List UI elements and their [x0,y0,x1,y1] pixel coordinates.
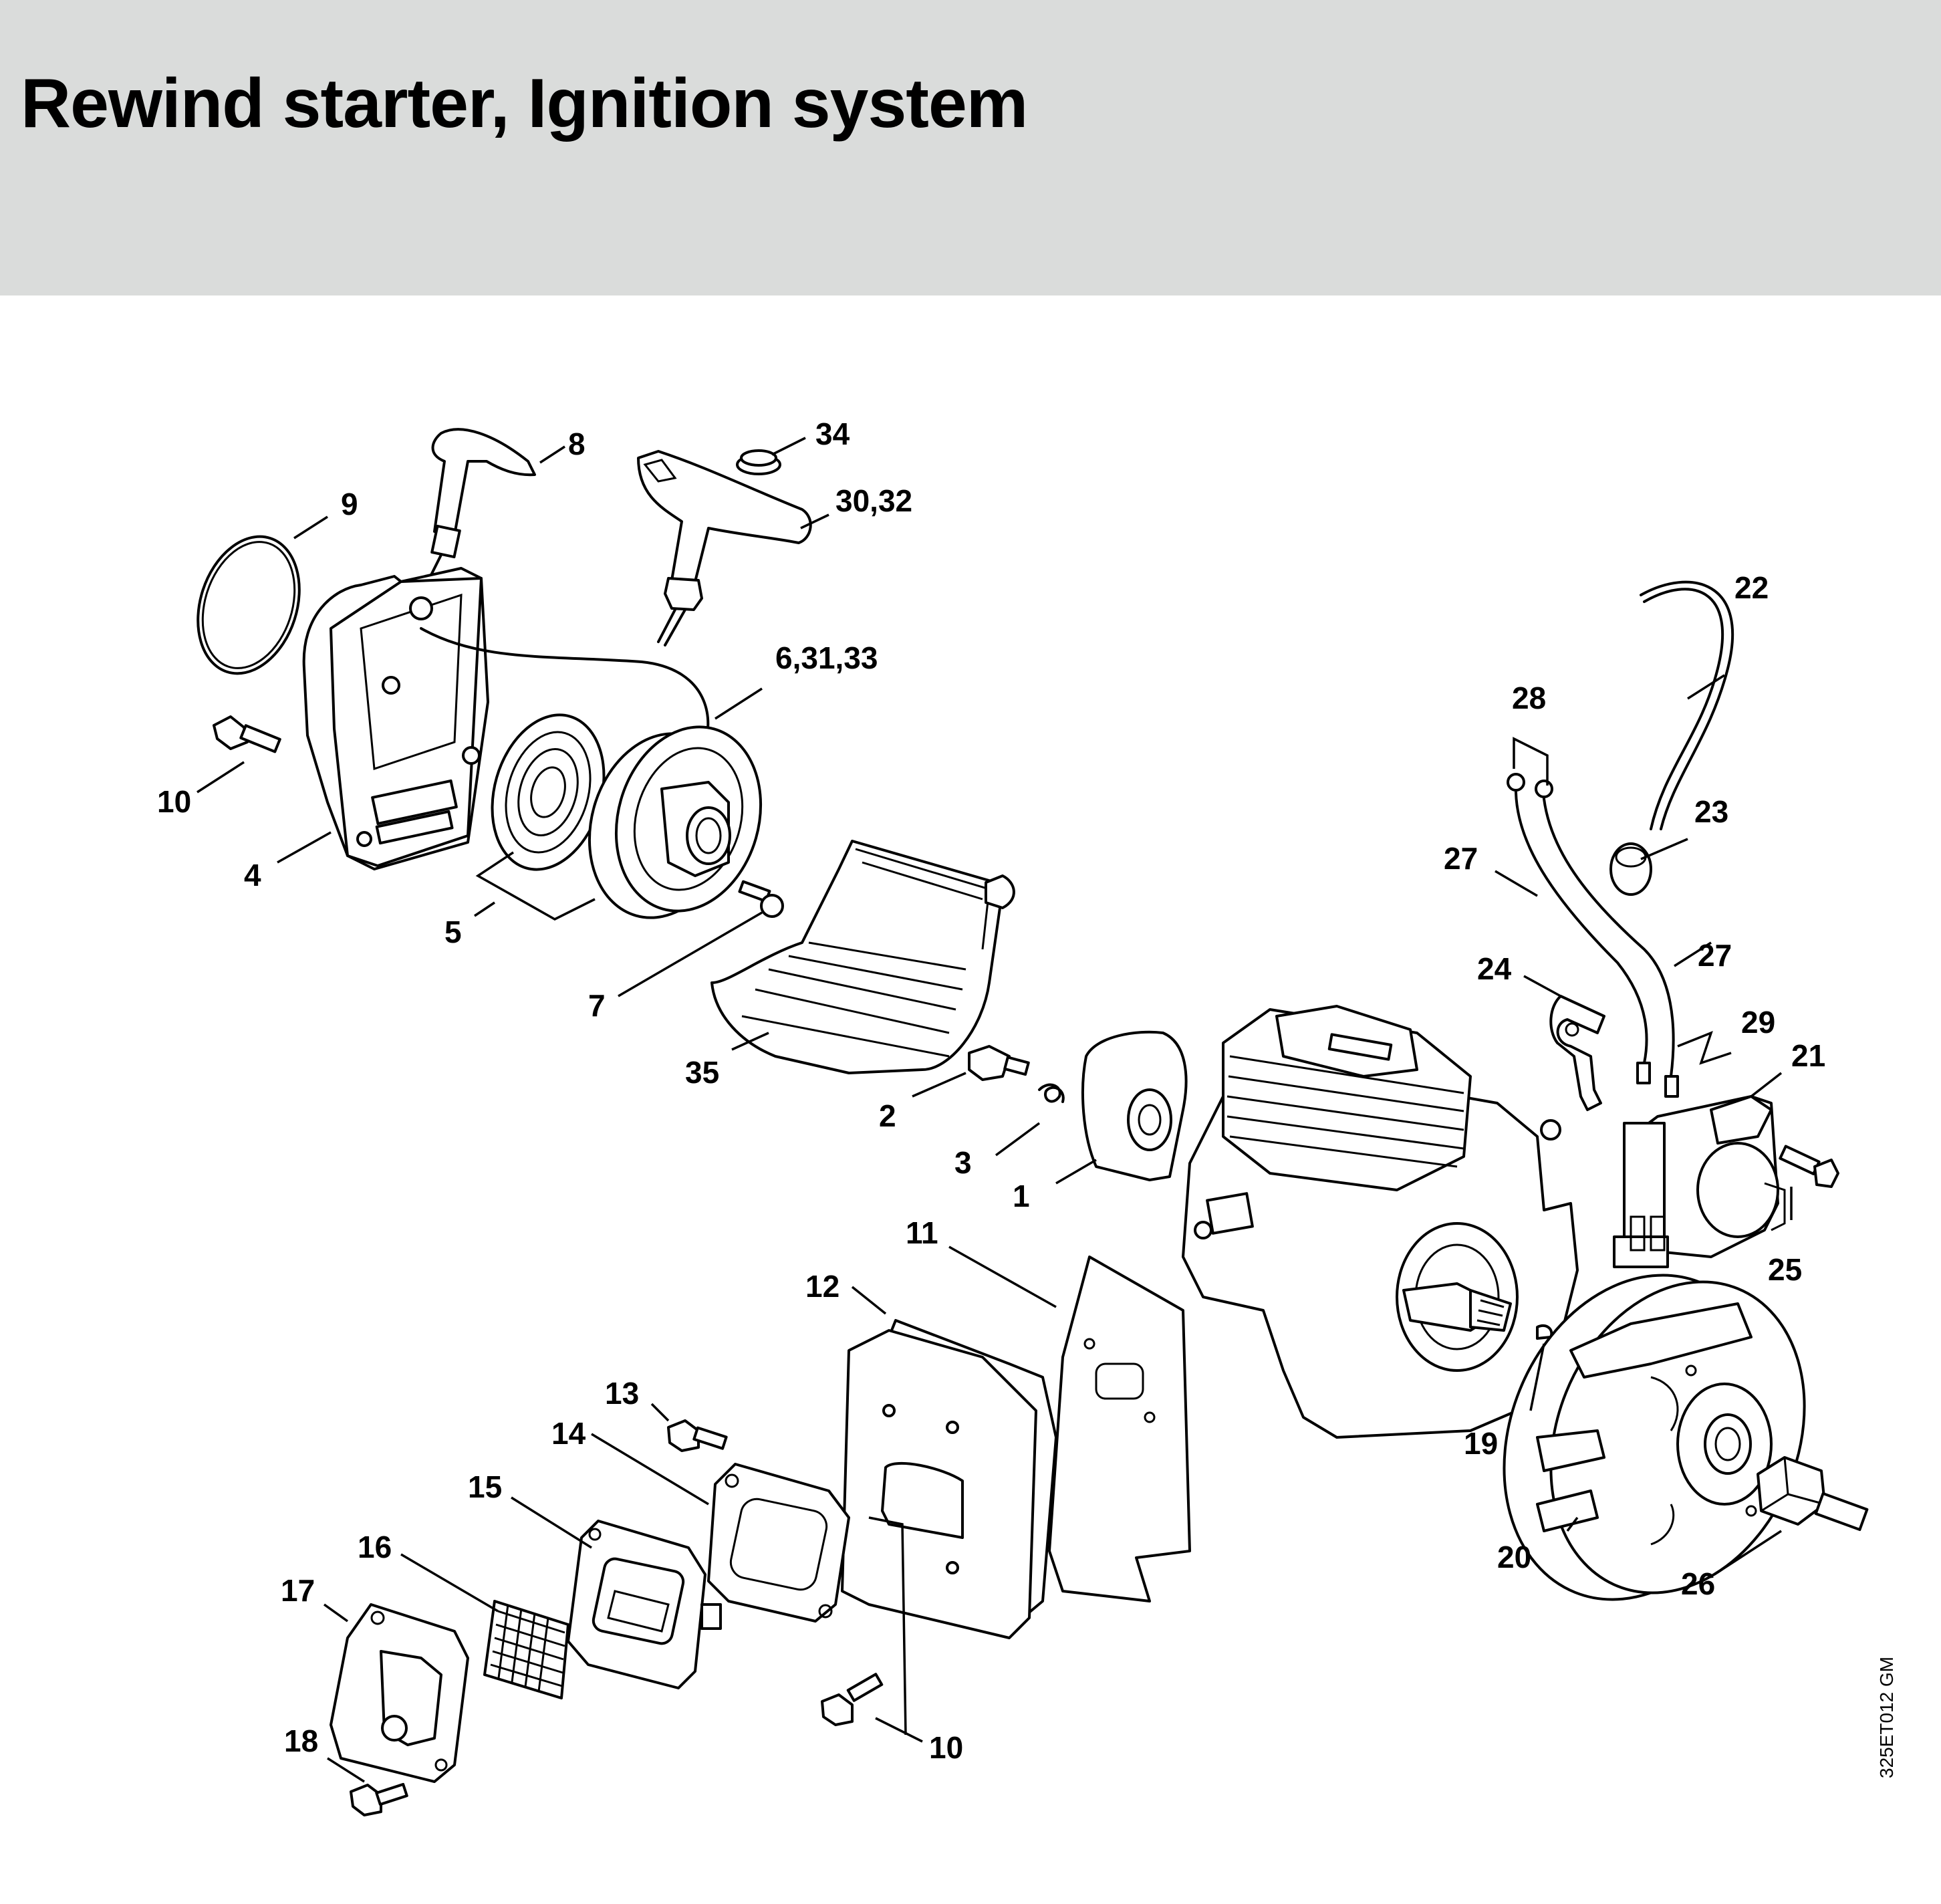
callout-25: 25 [1768,1252,1802,1287]
part-24-contact-spring [1549,995,1605,1111]
part-27-28-wires [1507,773,1679,1098]
callout-11: 11 [906,1215,938,1250]
callout-3: 3 [954,1145,972,1180]
part-8-starter-grip [426,428,536,583]
part-11-gasket [1048,1256,1191,1602]
part-23-grommet [1609,842,1652,896]
part-21-ignition-module [1613,1095,1786,1268]
part-1-plug-cover [1081,1030,1188,1181]
header-band [0,0,1941,295]
callout-16: 16 [358,1530,392,1564]
callout-15: 15 [468,1469,502,1504]
callout-9: 9 [341,487,358,521]
callout-6-31-33: 6,31,33 [775,640,878,675]
starter-rope [420,627,710,770]
part-34-grommet [736,449,781,475]
part-12-muffler [841,1319,1057,1639]
part-4-starter-housing [302,567,489,870]
part-7-screw [738,880,784,918]
part-35-fan-housing [710,840,1015,1074]
part-26-nut [1757,1456,1869,1532]
part-30-32-starter-grip [637,450,812,646]
part-13-screw [667,1419,728,1452]
part-10-screw-upper [213,715,281,753]
callout-21: 21 [1791,1038,1825,1073]
part-2-spark-plug-boot [968,1045,1030,1081]
engine-crankcase [1182,1005,1579,1439]
callout-10-lower: 10 [929,1730,963,1765]
callout-34: 34 [815,416,850,451]
callout-13: 13 [605,1376,639,1411]
callout-22: 22 [1734,570,1769,605]
part-14-gasket [707,1463,850,1623]
part-3-spring [1038,1083,1065,1103]
callout-4: 4 [244,858,261,892]
drawing-code: 325ET012 GM [1876,1657,1897,1778]
callout-labels: 8 9 34 30,32 6,31,33 10 4 5 7 35 2 3 1 1… [157,416,1825,1765]
callout-1: 1 [1013,1179,1030,1213]
callout-18: 18 [284,1723,318,1758]
callout-17: 17 [281,1573,315,1608]
part-17-cover [330,1603,469,1783]
callout-26: 26 [1681,1566,1715,1601]
callout-5: 5 [444,915,462,949]
callout-7: 7 [588,988,606,1023]
part-20-flywheel [1503,1274,1806,1601]
callout-20: 20 [1497,1540,1531,1574]
page-title: Rewind starter, Ignition system [21,65,1028,142]
part-18-screw [350,1782,408,1816]
callout-19: 19 [1464,1426,1498,1461]
part-25-screw [1779,1145,1839,1188]
part-22-fuel-line [1640,580,1734,830]
callout-2: 2 [879,1098,896,1133]
callout-10-upper: 10 [157,784,191,819]
part-10-screw-lower [821,1673,884,1726]
part-6-31-33-rope-rotor [588,725,763,919]
callout-29: 29 [1741,1005,1775,1040]
callout-28: 28 [1512,681,1546,715]
callout-14: 14 [551,1416,586,1451]
callout-23: 23 [1694,794,1728,829]
leader-lines [197,437,1793,1783]
callout-12: 12 [805,1269,839,1304]
callout-27-lower: 27 [1698,938,1732,973]
part-9-o-ring [197,535,301,675]
part-16-screen [483,1600,569,1699]
callout-35: 35 [685,1055,719,1090]
part-15-flange [567,1520,722,1689]
callout-24: 24 [1477,951,1512,986]
callout-8: 8 [568,427,586,461]
callout-30-32: 30,32 [835,483,912,518]
part-5-rewind-spring [491,713,606,871]
callout-27-upper: 27 [1444,841,1478,876]
